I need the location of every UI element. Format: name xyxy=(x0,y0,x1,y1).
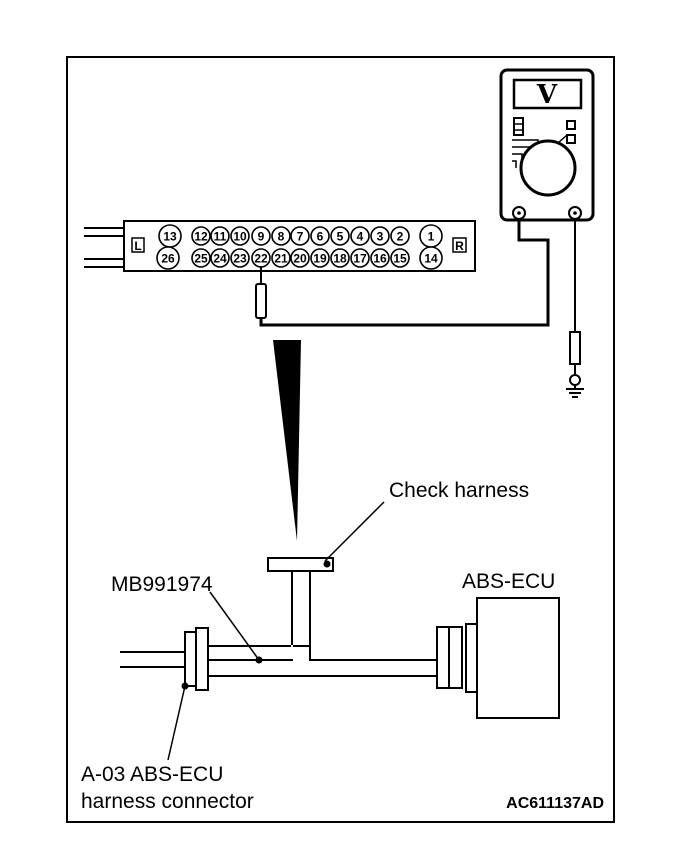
connector-pin-6 xyxy=(310,226,330,246)
connector-pin-9 xyxy=(251,226,271,246)
figure-code: AC611137AD xyxy=(506,795,604,812)
connector-pin-4 xyxy=(350,226,370,246)
connector-pin-label-10: 10 xyxy=(233,230,247,244)
voltmeter-display xyxy=(512,78,583,110)
connector-pin-14 xyxy=(419,246,443,270)
connector-pin-label-22: 22 xyxy=(254,252,268,266)
connector-pin-label-6: 6 xyxy=(317,230,324,244)
connector-pin-label-16: 16 xyxy=(373,252,387,266)
connector-pin-20 xyxy=(290,248,310,268)
connector-pin-19 xyxy=(310,248,330,268)
voltmeter: V xyxy=(499,68,595,222)
connector-pin-16 xyxy=(370,248,390,268)
connector-left-label: L xyxy=(134,239,141,253)
connector-pin-label-9: 9 xyxy=(258,230,265,244)
check-harness-label: Check harness xyxy=(389,479,529,502)
connector-pin-5 xyxy=(330,226,350,246)
connector-left-tab xyxy=(131,237,145,253)
connector-pin-label-26: 26 xyxy=(161,252,175,266)
connector-pin-label-21: 21 xyxy=(274,252,288,266)
connector-pin-18 xyxy=(330,248,350,268)
connector-pin-23 xyxy=(230,248,250,268)
connector-pin-label-23: 23 xyxy=(233,252,247,266)
connector-pin-2 xyxy=(390,226,410,246)
connector-pin-15 xyxy=(390,248,410,268)
mb991974-label: MB991974 xyxy=(111,573,213,596)
connector-pin-label-1: 1 xyxy=(428,230,435,244)
connector-pin-label-13: 13 xyxy=(163,230,177,244)
connector-pin-12 xyxy=(191,226,211,246)
connector-pin-26 xyxy=(156,246,180,270)
connector-pin-3 xyxy=(370,226,390,246)
a03-label-line2: harness connector xyxy=(81,790,254,813)
a03-connector xyxy=(184,631,197,687)
mb991974-harness xyxy=(120,570,463,691)
connector-pin-label-25: 25 xyxy=(194,252,208,266)
ground-clip xyxy=(569,374,581,386)
probe-lead-to-connector xyxy=(259,219,550,327)
ground-icon xyxy=(566,388,584,398)
voltmeter-mode-label: V xyxy=(536,80,558,110)
callout-pointer xyxy=(273,340,301,541)
check-harness-leader xyxy=(324,501,385,562)
connector-right-label: R xyxy=(455,239,464,253)
connector-pin-label-12: 12 xyxy=(194,230,208,244)
a03-leader xyxy=(167,685,186,761)
connector-pin-label-14: 14 xyxy=(424,252,438,266)
connector-pin-label-15: 15 xyxy=(393,252,407,266)
connector-pin-label-19: 19 xyxy=(313,252,327,266)
connector-right-tab xyxy=(452,237,467,253)
connector-pin-label-2: 2 xyxy=(397,230,404,244)
connector-pin-7 xyxy=(290,226,310,246)
check-harness-connector xyxy=(267,557,334,572)
connector-pin-label-8: 8 xyxy=(278,230,285,244)
connector-pin-24 xyxy=(210,248,230,268)
connector-pin-label-3: 3 xyxy=(377,230,384,244)
connector-pin-label-5: 5 xyxy=(337,230,344,244)
connector-pin-label-24: 24 xyxy=(213,252,227,266)
connector-pin-label-7: 7 xyxy=(297,230,304,244)
connector-pin-8 xyxy=(271,226,291,246)
connector-pin-11 xyxy=(210,226,230,246)
ground-probe xyxy=(569,331,581,365)
test-probe xyxy=(255,266,267,319)
figure-frame xyxy=(66,56,615,823)
connector-pin-label-4: 4 xyxy=(357,230,364,244)
abs-ecu-unit xyxy=(476,597,560,719)
connector-pin-21 xyxy=(271,248,291,268)
connector-pin-label-20: 20 xyxy=(293,252,307,266)
mb991974-leader xyxy=(209,591,260,661)
connector-pin-10 xyxy=(230,226,250,246)
connector-pin-label-17: 17 xyxy=(353,252,367,266)
connector-pin-label-18: 18 xyxy=(333,252,347,266)
abs-ecu-label: ABS-ECU xyxy=(462,570,555,593)
a03-label-line1: A-03 ABS-ECU xyxy=(81,763,223,786)
meter-selector-dial xyxy=(519,139,577,197)
connector-pin-17 xyxy=(350,248,370,268)
connector-pin-25 xyxy=(191,248,211,268)
connector-pin-label-11: 11 xyxy=(214,230,227,244)
meter-indicator-icon xyxy=(513,117,524,136)
